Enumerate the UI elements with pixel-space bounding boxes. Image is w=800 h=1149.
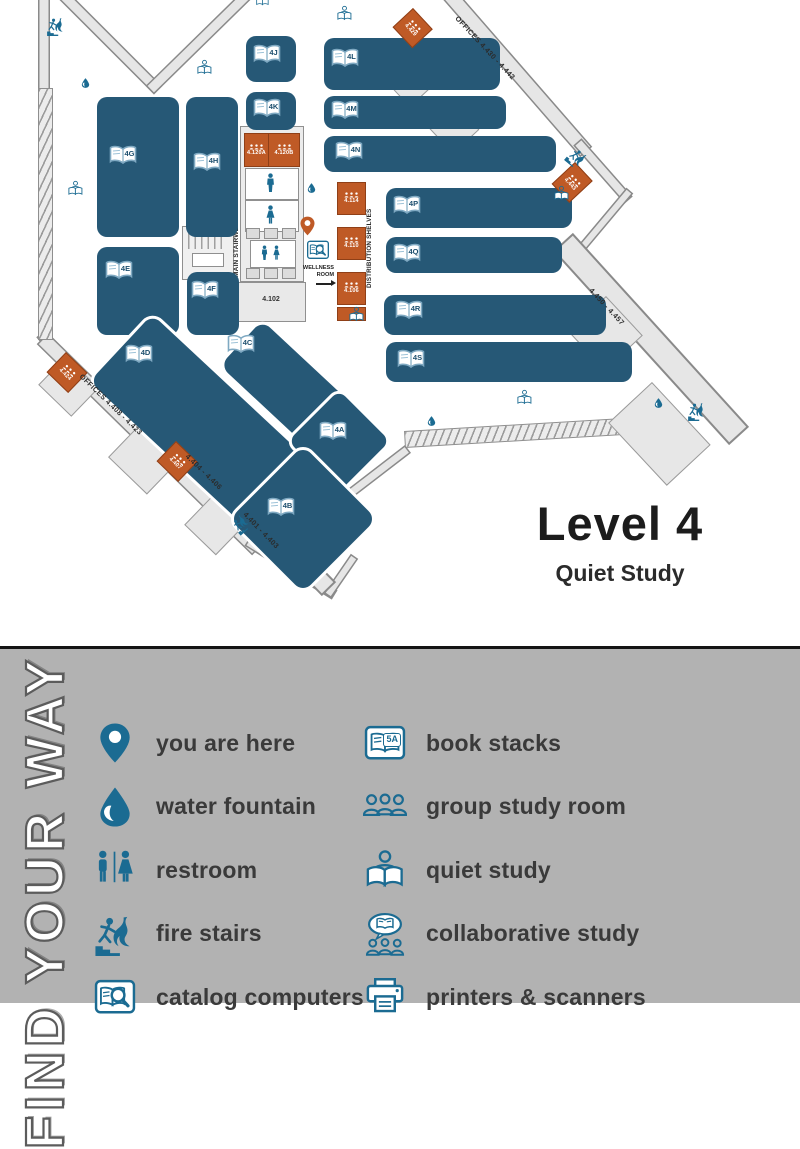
legend-heading: FIND YOUR WAY	[14, 654, 76, 1149]
female-restroom-icon	[266, 205, 275, 225]
room-4102	[238, 282, 306, 322]
catalog-computers-icon	[92, 974, 138, 1020]
legend-item: catalog computers	[92, 975, 364, 1019]
book-icon: 4Q	[392, 243, 422, 264]
book-icon: 4D	[124, 344, 154, 365]
book-icon: 4A	[318, 421, 348, 442]
elevator	[246, 228, 260, 239]
elevator	[264, 268, 278, 279]
legend-item: printers & scanners	[362, 975, 646, 1019]
quiet-study-icon	[255, 0, 270, 7]
water-drop-icon	[306, 181, 317, 195]
group-study-room-4120A: 4.120A	[244, 133, 269, 167]
legend-item: fire stairs	[92, 912, 364, 956]
book-stack-4N	[324, 136, 556, 172]
fire-stairs-icon	[92, 911, 138, 957]
book-stacks-icon: 5A	[362, 720, 408, 766]
group-study-room-4106: 4.106	[337, 272, 366, 305]
family-restroom-woman-icon	[273, 245, 280, 261]
group-study-room-4110: 4.110	[337, 227, 366, 260]
legend-column-left: you are here water fountain restroom fir…	[92, 721, 364, 1019]
book-icon: 4N	[334, 141, 364, 162]
stair-core	[192, 253, 224, 267]
elevator	[246, 268, 260, 279]
fire-stairs-icon	[687, 401, 707, 421]
legend-item: collaborative study	[362, 912, 646, 956]
family-restroom-man-icon	[261, 245, 268, 261]
book-icon: 4S	[396, 349, 426, 370]
water-drop-icon	[92, 784, 138, 830]
legend-item: you are here	[92, 721, 364, 765]
exterior-wall-left	[38, 88, 53, 340]
book-icon: 4M	[330, 100, 360, 121]
book-icon: 4L	[330, 48, 360, 69]
water-drop-icon	[653, 396, 664, 410]
book-stack-4S	[386, 342, 632, 382]
pin-icon	[92, 720, 138, 766]
legend-item: 5A book stacks	[362, 721, 646, 765]
book-icon: 4J	[252, 44, 282, 65]
book-icon: 4R	[394, 300, 424, 321]
book-icon: 4E	[104, 260, 134, 281]
legend-panel: FIND YOUR WAY you are here water fountai…	[0, 646, 800, 1149]
group-study-icon	[362, 784, 408, 830]
water-drop-icon	[80, 76, 91, 90]
fire-stairs-icon	[46, 16, 66, 36]
book-icon: 4K	[252, 98, 282, 119]
group-study-room-4120B: 4.120B	[268, 133, 300, 167]
distribution-shelves-label: DISTRIBUTION SHELVES	[366, 208, 373, 288]
group-study-room-4114: 4.114	[337, 182, 366, 215]
arrow-icon	[316, 280, 336, 286]
quiet-study-icon	[336, 5, 353, 22]
quiet-study-icon	[196, 59, 213, 76]
quiet-study-icon	[516, 389, 533, 406]
collaborative-study-icon	[362, 911, 408, 957]
elevator	[264, 228, 278, 239]
quiet-study-icon	[553, 185, 570, 202]
legend-item: restroom	[92, 848, 364, 892]
elevator	[282, 268, 296, 279]
book-icon: 4B	[266, 497, 296, 518]
book-icon: 4H	[192, 152, 222, 173]
page-title: Level 4	[536, 497, 704, 550]
family-restroom-cell	[250, 240, 296, 268]
you-are-here-pin-icon	[297, 212, 318, 240]
wellness-room-label: WELLNESS ROOM	[302, 265, 334, 278]
legend-column-right: 5A book stacks group study room quiet st…	[362, 721, 646, 1019]
book-stack-4G	[97, 97, 179, 237]
male-restroom-icon	[266, 173, 275, 193]
quiet-study-icon	[67, 180, 84, 197]
quiet-study-icon	[348, 306, 365, 323]
legend-item: water fountain	[92, 785, 364, 829]
restroom-icon	[92, 847, 138, 893]
book-icon: 4P	[392, 195, 422, 216]
quiet-study-icon	[362, 847, 408, 893]
book-icon: 4C	[226, 334, 256, 355]
book-icon: 4F	[190, 280, 220, 301]
book-icon: 4G	[108, 145, 138, 166]
elevator	[282, 228, 296, 239]
stack-code-badge: 5A	[383, 733, 401, 747]
page-subtitle: Quiet Study	[555, 560, 685, 586]
legend-item: quiet study	[362, 848, 646, 892]
printers-scanners-icon	[362, 974, 408, 1020]
water-drop-icon	[426, 414, 437, 428]
room-4102-label: 4.102	[262, 296, 280, 303]
catalog-computers-icon	[303, 238, 333, 262]
legend-item: group study room	[362, 785, 646, 829]
floor-plan: 4.102 MAIN STAIRWELL DISTRIBUTION SHELVE…	[36, 0, 750, 600]
